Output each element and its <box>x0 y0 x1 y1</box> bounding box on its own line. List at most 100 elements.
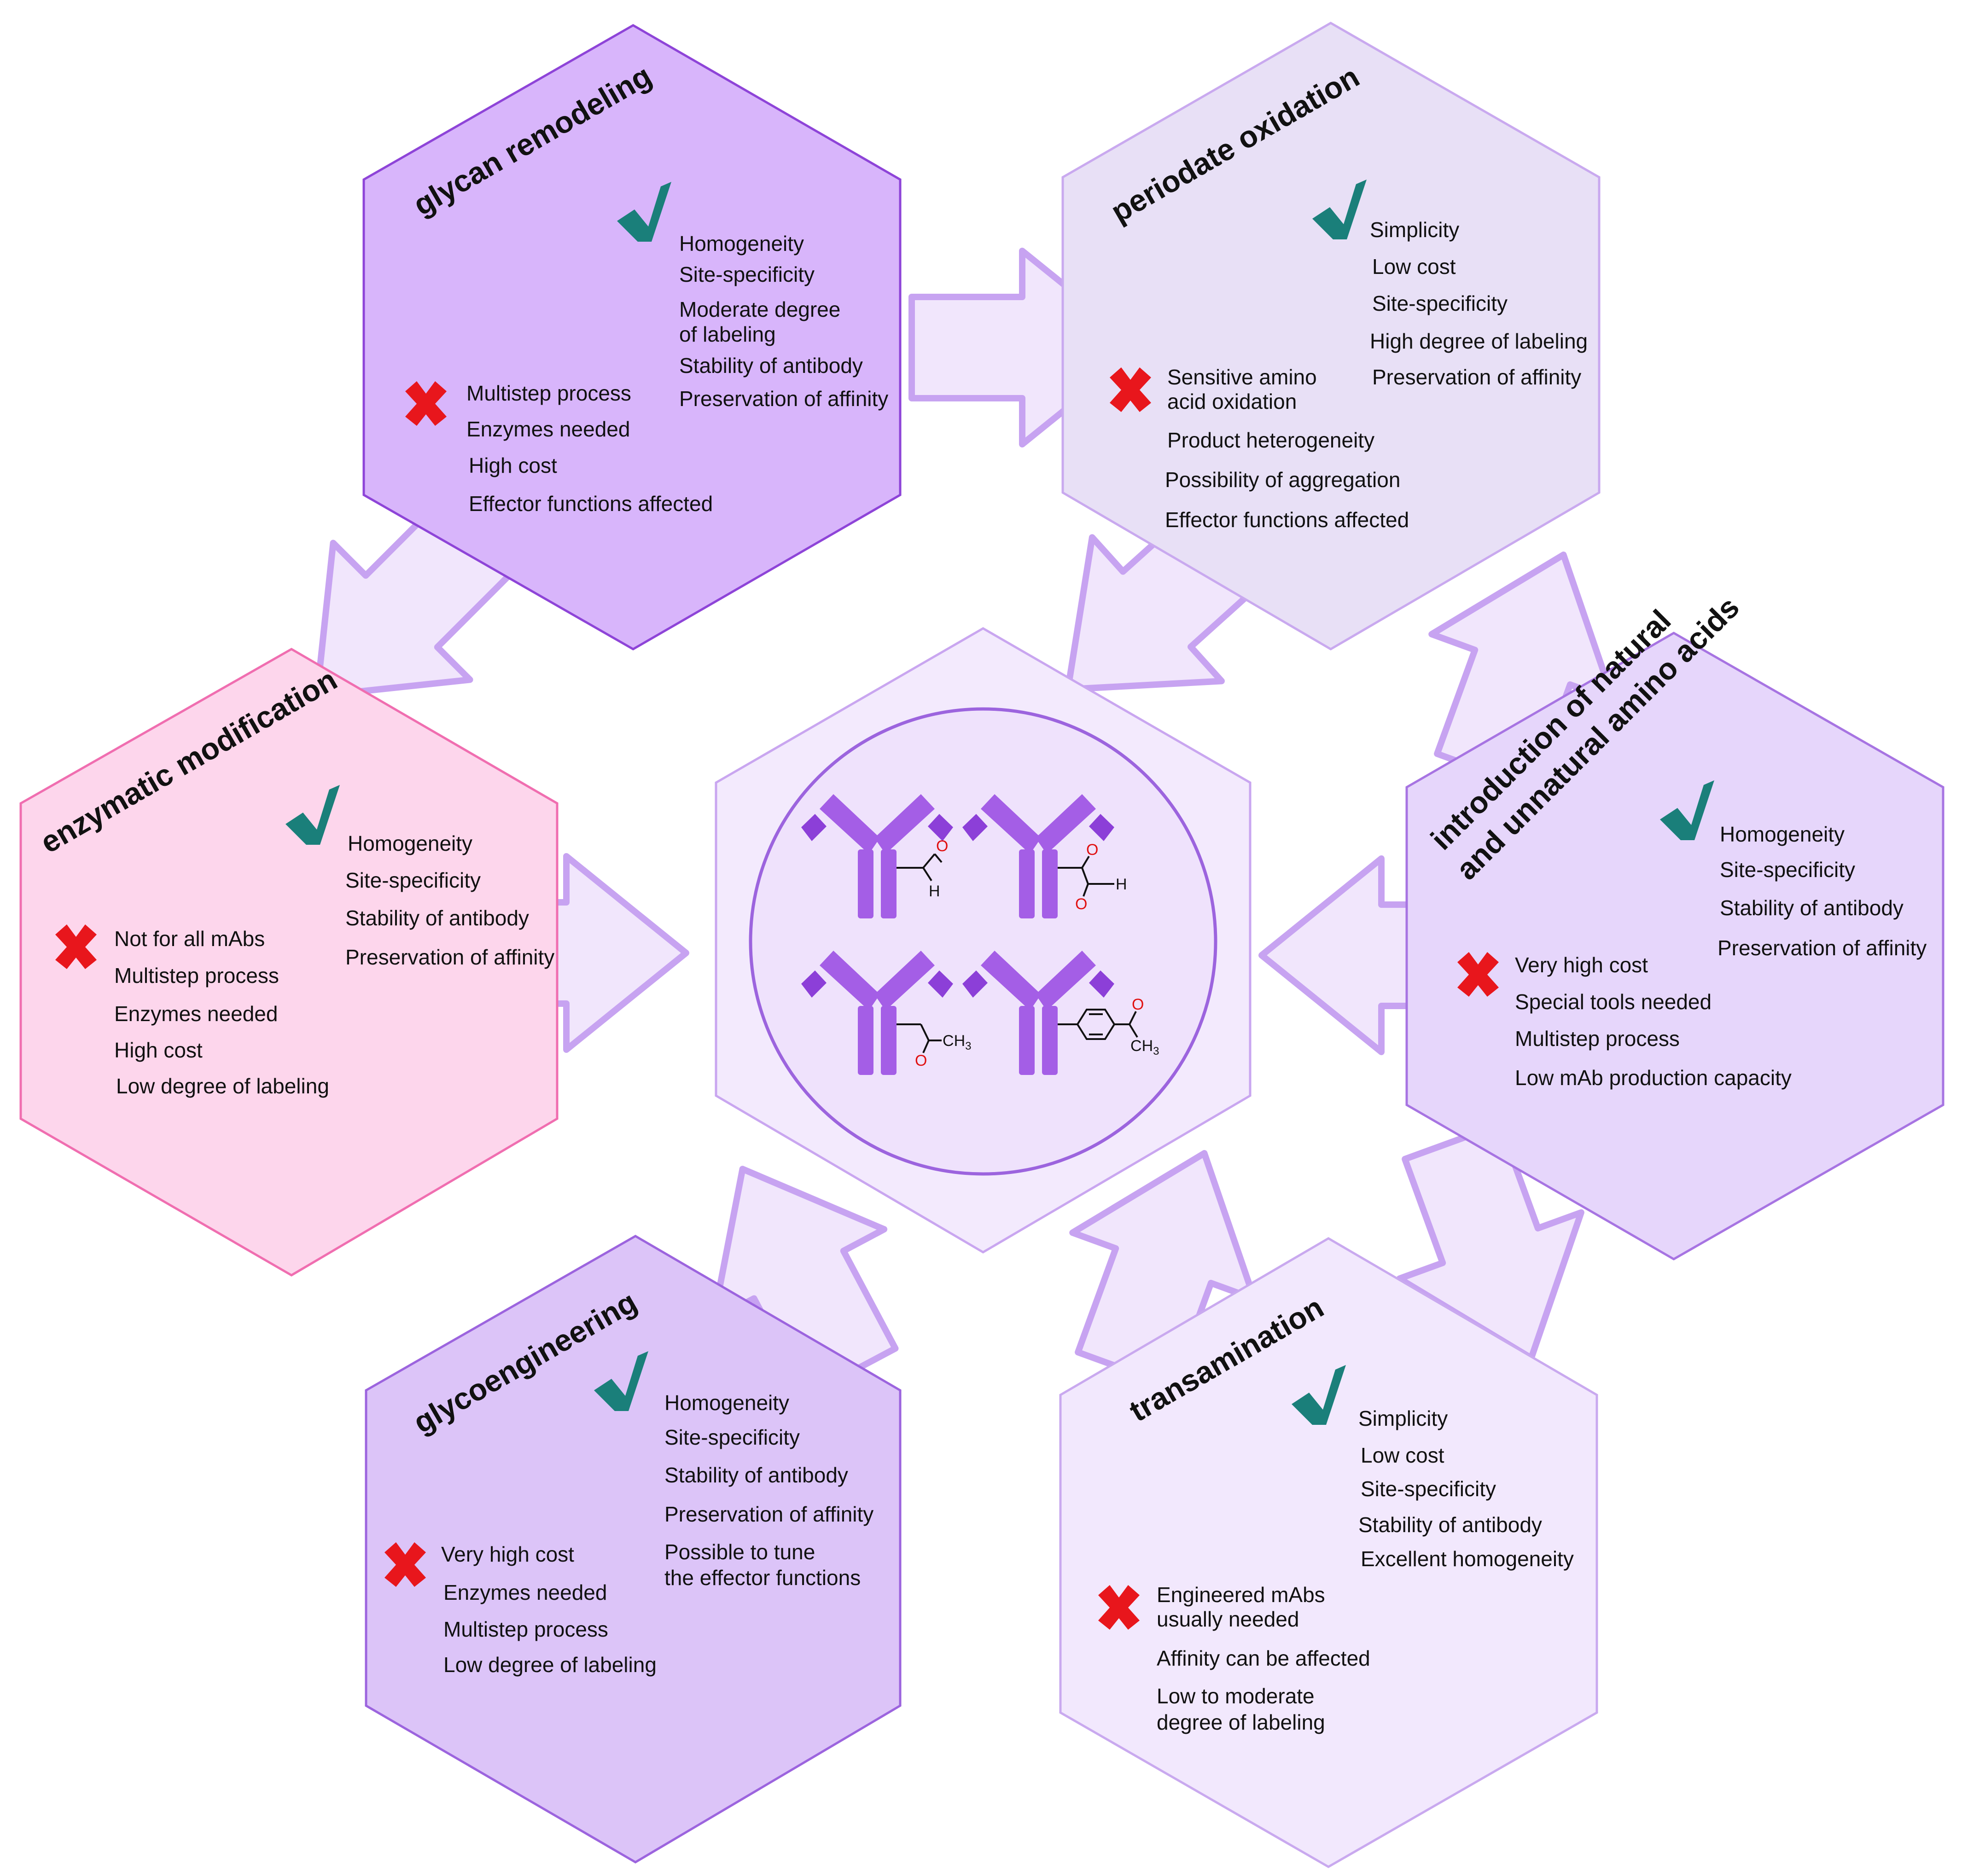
pro-item: Low cost <box>1372 255 1456 279</box>
con-item: Low mAb production capacity <box>1515 1066 1792 1090</box>
pro-item: Moderate degree <box>679 297 840 321</box>
con-item: High cost <box>469 453 557 477</box>
pro-item: Simplicity <box>1370 218 1459 242</box>
con-item: Low degree of labeling <box>443 1653 657 1677</box>
con-item: Multistep process <box>443 1617 608 1641</box>
pro-item: the effector functions <box>664 1566 861 1590</box>
atom-sub3: 3 <box>1153 1045 1159 1057</box>
pro-item: Site-specificity <box>345 868 481 892</box>
con-item: Special tools needed <box>1515 990 1712 1014</box>
con-item: usually needed <box>1157 1607 1299 1631</box>
hexagon-shape <box>1405 632 1945 1260</box>
hexagon-shape <box>1059 1237 1598 1868</box>
acetylphenyl-group <box>1058 1009 1138 1040</box>
con-item: Multistep process <box>114 964 279 987</box>
pro-item: Preservation of affinity <box>679 387 888 411</box>
con-item: Low to moderate <box>1157 1684 1315 1708</box>
con-item: Possibility of aggregation <box>1165 468 1400 492</box>
hexagon-shape <box>365 1235 902 1864</box>
atom-c: C <box>1130 1037 1142 1055</box>
antibody-ketone: O CH3 <box>801 951 971 1075</box>
cross-mark-icon <box>1457 952 1499 997</box>
pro-item: Stability of antibody <box>1720 896 1904 920</box>
pro-item: Stability of antibody <box>345 906 529 930</box>
center-circle <box>749 707 1217 1176</box>
pro-item: Possible to tune <box>664 1540 815 1564</box>
antibody-icon <box>801 794 953 918</box>
cross-mark-icon <box>384 1542 426 1587</box>
check-mark-icon <box>594 1351 648 1411</box>
pro-item: Preservation of affinity <box>1372 365 1581 389</box>
antibody-glyoxylyl: O O H <box>962 794 1127 918</box>
atom-ch3-4: CH3 <box>1130 1037 1159 1057</box>
con-item: Effector functions affected <box>469 492 713 516</box>
pro-item: Site-specificity <box>664 1425 800 1449</box>
antibody-icon <box>962 951 1114 1075</box>
pro-item: Preservation of affinity <box>1717 936 1927 960</box>
con-item: High cost <box>114 1038 203 1062</box>
check-mark-icon <box>1312 180 1367 239</box>
atom-sub3: 3 <box>965 1040 971 1052</box>
pro-item: Homogeneity <box>679 232 804 256</box>
pro-item: of labeling <box>679 322 776 346</box>
check-mark-icon <box>1292 1365 1346 1425</box>
atom-o-4: O <box>1132 996 1144 1013</box>
aldehyde-group <box>897 853 943 882</box>
con-item: Enzymes needed <box>114 1002 278 1026</box>
pro-item: High degree of labeling <box>1370 329 1588 353</box>
con-item: Product heterogeneity <box>1167 428 1374 452</box>
antibody-icon <box>962 794 1114 918</box>
atom-ch3-3: CH3 <box>943 1032 971 1052</box>
antibody-aldehyde: O H <box>801 794 953 918</box>
atom-h3: H <box>1142 1037 1153 1055</box>
center-panel: O H O O H <box>715 627 1252 1254</box>
hexagon-enzymatic-modification: enzymatic modification Homogeneity Site-… <box>19 648 559 1277</box>
check-mark-icon <box>617 182 671 242</box>
atom-h3: H <box>954 1032 966 1050</box>
con-item: acid oxidation <box>1167 389 1297 413</box>
pro-item: Preservation of affinity <box>664 1502 873 1526</box>
check-mark-icon <box>1660 780 1714 840</box>
cross-mark-icon <box>1110 367 1151 412</box>
con-item: Multistep process <box>1515 1027 1680 1051</box>
hexagon-shape <box>1061 22 1601 651</box>
pro-item: Homogeneity <box>348 831 472 855</box>
con-item: Affinity can be affected <box>1157 1646 1370 1670</box>
con-item: Effector functions affected <box>1165 508 1409 532</box>
con-item: Low degree of labeling <box>116 1074 329 1098</box>
con-item: Very high cost <box>1515 953 1648 977</box>
pro-item: Homogeneity <box>1720 822 1845 846</box>
cross-mark-icon <box>1098 1585 1140 1630</box>
con-item: Engineered mAbs <box>1157 1583 1325 1607</box>
pro-item: Homogeneity <box>664 1391 789 1415</box>
pro-item: Site-specificity <box>1361 1477 1496 1501</box>
cross-mark-icon <box>405 381 447 426</box>
antibody-acetylphenyl: O CH3 <box>962 951 1159 1075</box>
pro-item: Stability of antibody <box>1358 1513 1542 1537</box>
con-item: Sensitive amino <box>1167 365 1317 389</box>
atom-o-2b: O <box>1075 895 1087 913</box>
pro-item: Site-specificity <box>1372 291 1508 315</box>
con-item: Multistep process <box>466 381 631 405</box>
pro-item: Low cost <box>1361 1443 1444 1467</box>
atom-h-2: H <box>1116 876 1127 893</box>
atom-h-1: H <box>929 883 940 900</box>
pro-item: Stability of antibody <box>679 354 863 378</box>
pro-item: Stability of antibody <box>664 1463 848 1487</box>
hexagon-glycoengineering: glycoengineering Homogeneity Site-specif… <box>365 1235 902 1864</box>
atom-o-1: O <box>936 837 948 855</box>
con-item: Enzymes needed <box>466 417 630 441</box>
hexagon-glycan-remodeling: glycan remodeling Homogeneity Site-speci… <box>362 24 902 651</box>
atom-o-3: O <box>915 1052 927 1069</box>
pro-item: Simplicity <box>1358 1406 1448 1430</box>
pro-item: Excellent homogeneity <box>1361 1547 1574 1571</box>
cross-mark-icon <box>55 924 97 969</box>
con-item: Very high cost <box>441 1542 574 1566</box>
hexagon-shape <box>19 648 559 1277</box>
atom-o-2a: O <box>1086 841 1098 859</box>
pro-item: Preservation of affinity <box>345 945 554 969</box>
antibody-icon <box>801 951 953 1075</box>
ketone-group <box>897 1023 942 1053</box>
check-mark-icon <box>285 785 340 845</box>
